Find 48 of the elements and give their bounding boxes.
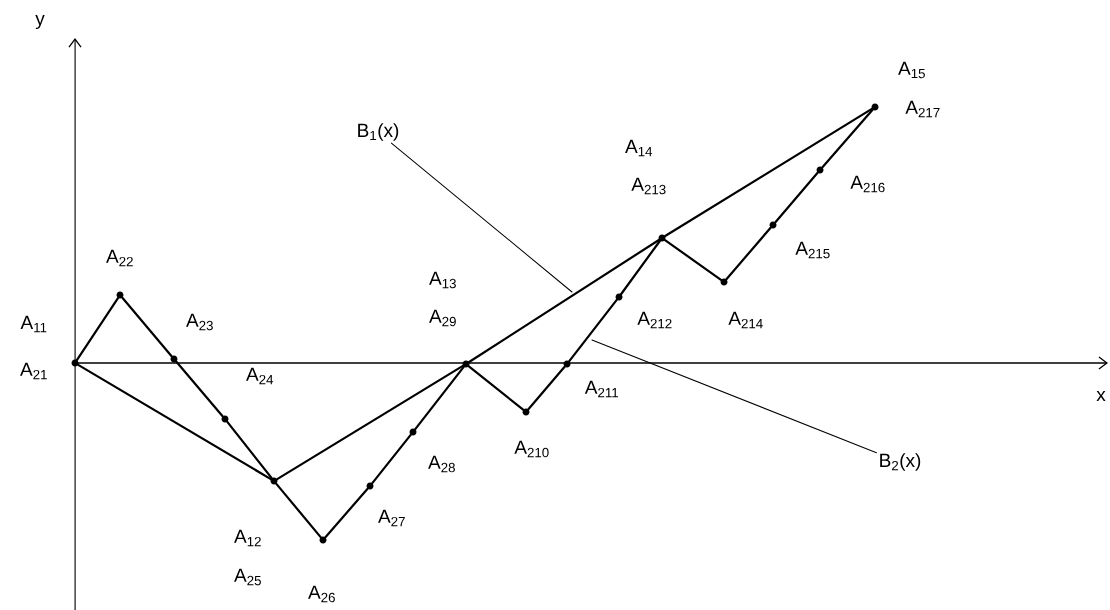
curve-label: B$_{2}$(x) xyxy=(880,453,921,471)
polyline-segment xyxy=(324,487,369,539)
point-label: A$_{212}$ xyxy=(637,311,672,329)
polyline-segment xyxy=(663,239,723,281)
point-label: A$_{27}$ xyxy=(378,509,405,527)
point-label: A$_{25}$ xyxy=(234,568,261,586)
point-label: A$_{216}$ xyxy=(850,175,885,193)
point-label: A$_{24}$ xyxy=(246,367,274,385)
polyline-segment xyxy=(467,365,525,411)
point-label: A$_{13}$ xyxy=(429,271,456,289)
axis-label: x xyxy=(1096,391,1106,401)
curve-label: B$_{1}$(x) xyxy=(358,123,399,141)
point-label: A$_{210}$ xyxy=(514,440,549,458)
point-label: A$_{23}$ xyxy=(186,313,213,331)
polyline-segment xyxy=(527,365,566,411)
leader-line xyxy=(591,339,877,454)
polyline-segment xyxy=(568,298,618,363)
point-label: A$_{26}$ xyxy=(308,585,335,603)
polyline-segment xyxy=(468,238,660,364)
point-label: A$_{213}$ xyxy=(631,177,666,195)
point-label: A$_{211}$ xyxy=(584,380,619,398)
axis-label: y xyxy=(35,15,45,29)
point-label: A$_{215}$ xyxy=(795,241,830,259)
point-label: A$_{12}$ xyxy=(234,529,261,547)
point-label: A$_{22}$ xyxy=(106,249,133,267)
point-label: A$_{14}$ xyxy=(625,139,653,157)
polyline-segment xyxy=(275,482,322,539)
polyline-segment xyxy=(725,226,772,281)
polyline-segment xyxy=(620,239,661,296)
polyline-segment xyxy=(664,107,873,238)
polyline-segment xyxy=(414,365,465,431)
leader-line xyxy=(390,142,573,293)
polyline-segment xyxy=(175,360,224,418)
polyline-segment xyxy=(371,433,412,485)
point-label: A$_{29}$ xyxy=(429,309,456,327)
polyline-segment xyxy=(821,108,874,169)
point-label: A$_{28}$ xyxy=(428,455,455,473)
polyline-segment xyxy=(774,171,819,224)
polyline-segment xyxy=(276,364,464,481)
point-label: A$_{21}$ xyxy=(20,362,47,380)
polyline-segment xyxy=(77,363,272,481)
point-label: A$_{15}$ xyxy=(898,61,925,79)
point-label: A$_{11}$ xyxy=(20,315,47,333)
point-label: A$_{214}$ xyxy=(728,311,763,329)
polyline-segment xyxy=(226,420,273,480)
point-label: A$_{217}$ xyxy=(905,100,940,118)
polyline-segment xyxy=(75,296,120,361)
polyline-segment xyxy=(121,296,173,358)
